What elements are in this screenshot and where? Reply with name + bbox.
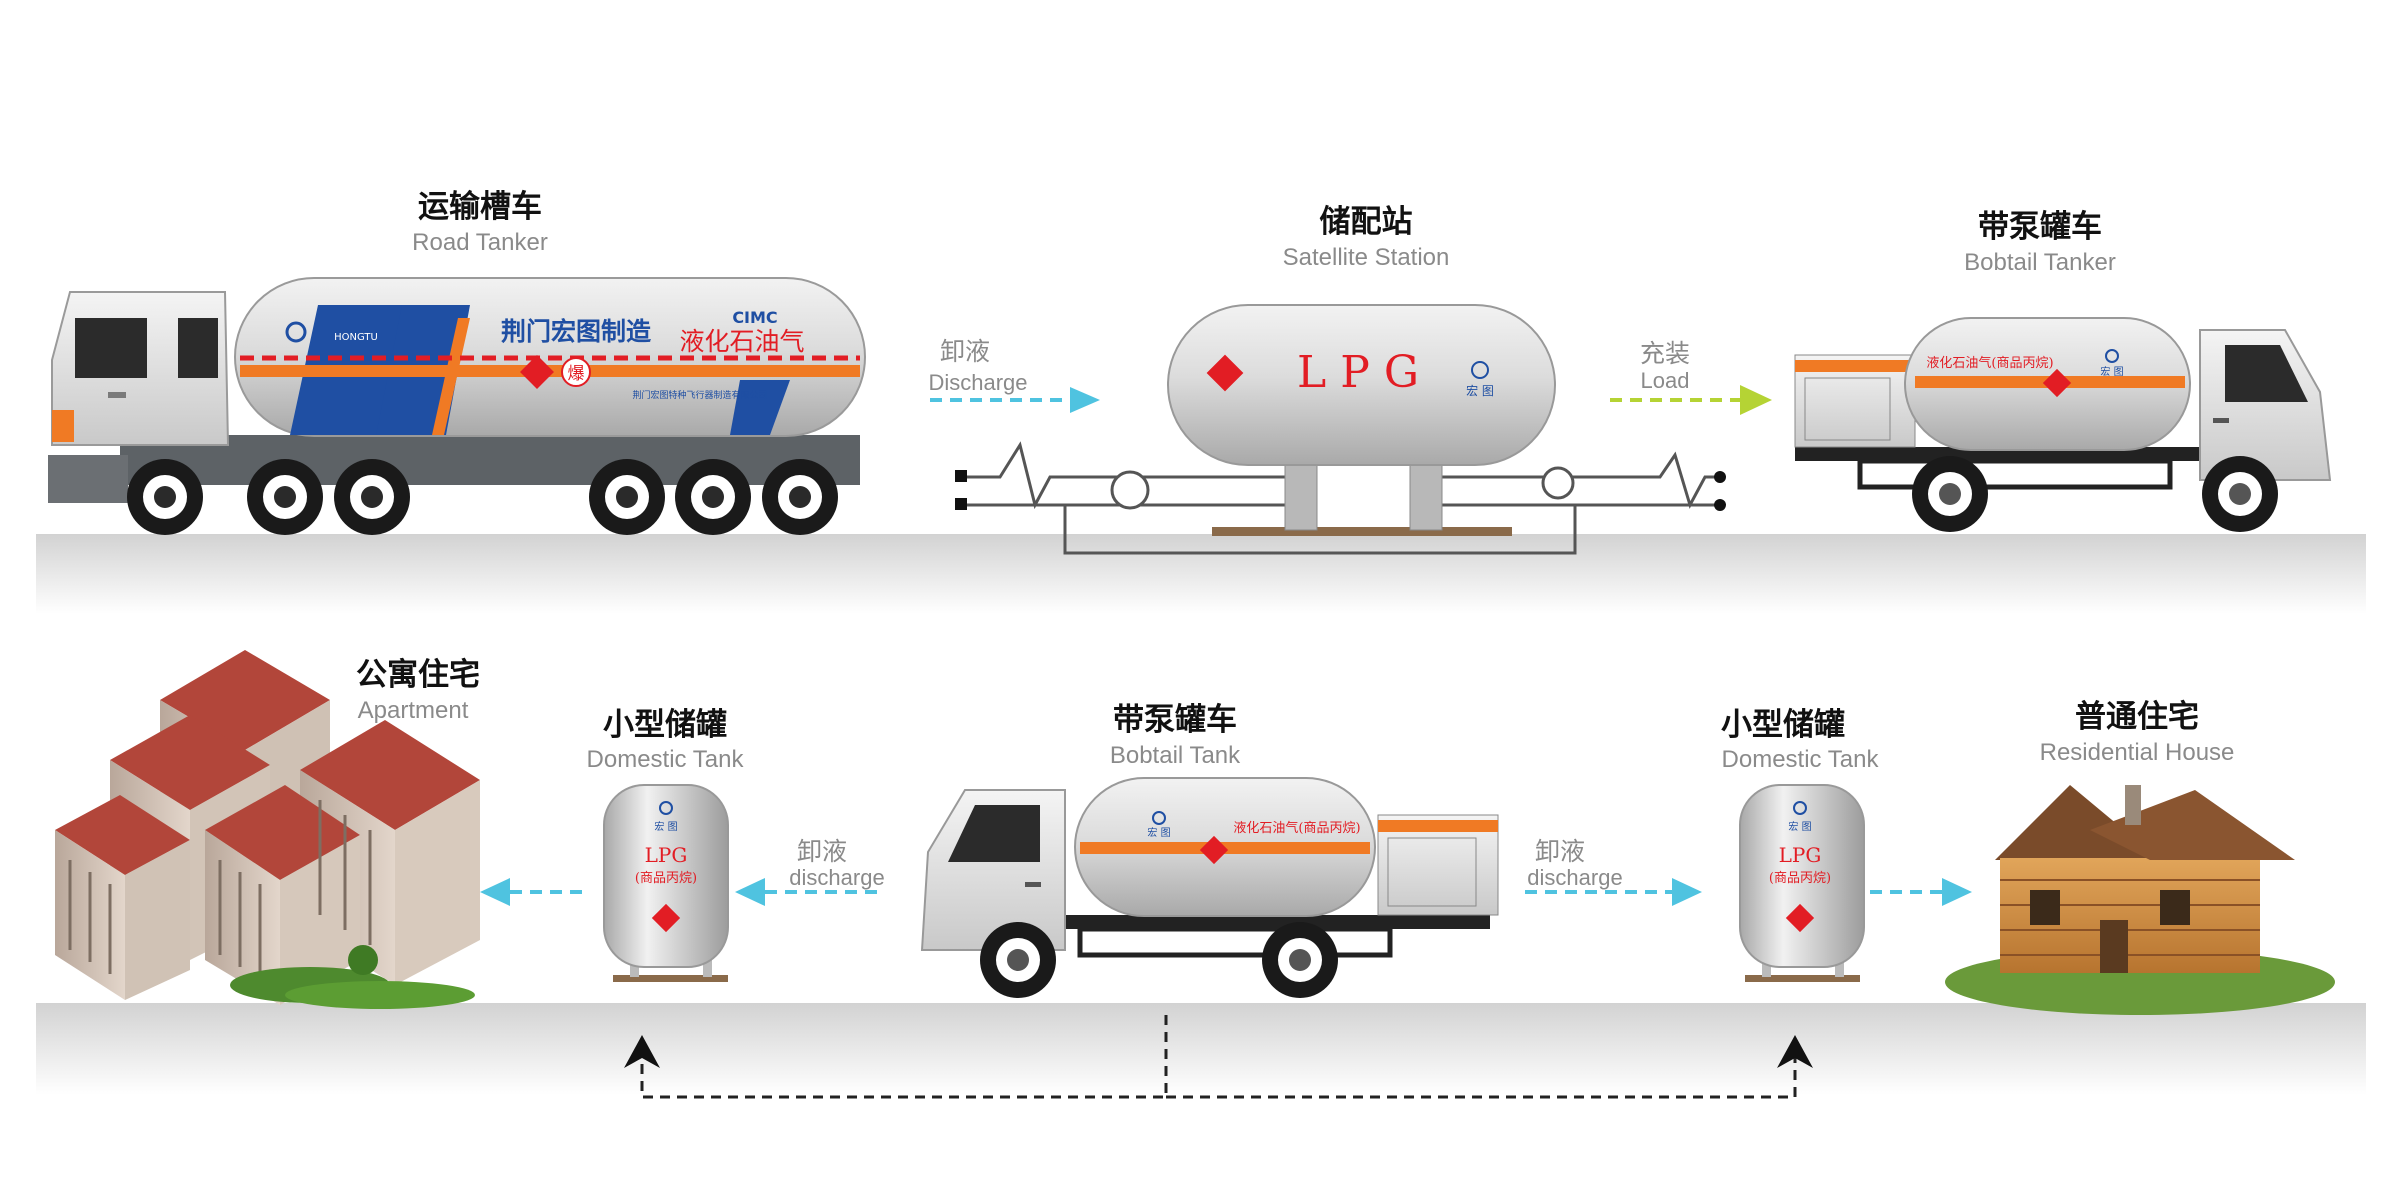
bobtail-bottom-cargo: 液化石油气(商品丙烷) xyxy=(1233,820,1360,836)
load-arrow: 充装 Load xyxy=(1610,339,1772,415)
bobtail-tanker-top: 带泵罐车 Bobtail Tanker 液化石油气(商品丙烷) 宏 图 xyxy=(1794,209,2332,532)
bobtail-top-label-zh: 带泵罐车 xyxy=(1978,209,2102,245)
arrow-head xyxy=(1740,385,1772,415)
discharge-label-zh: 卸液 xyxy=(940,337,990,366)
apartment-buildings xyxy=(55,650,480,1009)
road-tanker: 运输槽车 Road Tanker 爆 HONGTU 荆门宏图制造 CIMC 液化… xyxy=(48,189,866,535)
tanker-brand: 荆门宏图制造 xyxy=(501,317,651,346)
arrow-head xyxy=(1070,387,1100,413)
domestic-right-lpg: LPG xyxy=(1779,843,1822,867)
trailer-chassis xyxy=(120,435,860,485)
domestic-left-label-zh: 小型储罐 xyxy=(603,707,727,743)
residential-house: 普通住宅 Residential House xyxy=(1945,699,2335,1015)
brand-logo: HONGTU xyxy=(334,332,378,343)
cimc-logo: CIMC xyxy=(732,308,777,327)
station-logo: 宏 图 xyxy=(1466,383,1494,398)
road-tanker-label-zh: 运输槽车 xyxy=(418,189,542,225)
house-label-zh: 普通住宅 xyxy=(2075,699,2199,735)
bobtail-bottom-logo: 宏 图 xyxy=(1147,826,1170,839)
load-label-zh: 充装 xyxy=(1640,339,1690,368)
bobtail-top-logo: 宏 图 xyxy=(2100,365,2123,378)
apartment: 公寓住宅 Apartment xyxy=(55,650,480,1009)
arrow-to-apartment xyxy=(480,878,585,906)
domestic-right-propane: (商品丙烷) xyxy=(1769,871,1831,886)
domestic-left-logo: 宏 图 xyxy=(654,820,677,833)
station-label-en: Satellite Station xyxy=(1283,244,1450,271)
satellite-station: 储配站 Satellite Station L P G 宏 图 xyxy=(955,204,1726,555)
bobtail-bottom-label-en: Bobtail Tank xyxy=(1110,742,1241,769)
route-arrow-up-left xyxy=(624,1035,660,1068)
hazard-diamond xyxy=(520,355,554,389)
supply-route xyxy=(640,1015,1797,1099)
hazard-label: 爆 xyxy=(568,364,585,384)
tanker-wheels xyxy=(127,459,838,535)
station-tank-lpg: L P G xyxy=(1297,347,1419,398)
domestic-left-label-en: Domestic Tank xyxy=(587,746,745,773)
road-tanker-label-en: Road Tanker xyxy=(412,229,548,256)
domestic-right-tank-body xyxy=(1739,784,1865,968)
bottom-right-discharge-en: discharge xyxy=(1527,865,1622,890)
arrow-head xyxy=(480,878,510,906)
discharge-arrow-bottom-right: 卸液 discharge xyxy=(1525,837,1702,906)
arrow-head xyxy=(1942,878,1972,906)
ground-band-bottom xyxy=(36,1003,2366,1095)
apartment-label-en: Apartment xyxy=(358,697,469,724)
discharge-arrow-top: 卸液 Discharge xyxy=(928,337,1100,413)
tanker-cargo: 液化石油气 xyxy=(679,327,804,356)
discharge-label-en: Discharge xyxy=(928,370,1027,395)
domestic-tank-right: 小型储罐 Domestic Tank 宏 图 LPG (商品丙烷) xyxy=(1721,707,1879,982)
discharge-arrow-bottom-left: 卸液 discharge xyxy=(735,837,885,906)
domestic-right-label-zh: 小型储罐 xyxy=(1721,707,1845,743)
valve-icon xyxy=(1110,470,1150,510)
arrow-head xyxy=(1672,878,1702,906)
valve-icon xyxy=(1541,466,1575,500)
bobtail-top-label-en: Bobtail Tanker xyxy=(1964,249,2116,276)
bottom-left-discharge-en: discharge xyxy=(789,865,884,890)
route-arrow-up-right xyxy=(1777,1035,1813,1068)
bottom-left-discharge-zh: 卸液 xyxy=(797,837,847,866)
house-label-en: Residential House xyxy=(2040,739,2235,766)
ground-band-top xyxy=(36,534,2366,614)
arrow-head xyxy=(735,878,765,906)
tanker-maker: 荆门宏图特种飞行器制造有限公司 xyxy=(632,389,767,401)
bobtail-top-cargo: 液化石油气(商品丙烷) xyxy=(1926,355,2053,371)
domestic-left-lpg: LPG xyxy=(645,843,688,867)
domestic-left-propane: (商品丙烷) xyxy=(635,871,697,886)
domestic-tank-left: 小型储罐 Domestic Tank 宏 图 LPG (商品丙烷) xyxy=(587,707,745,982)
load-label-en: Load xyxy=(1641,368,1690,393)
domestic-right-label-en: Domestic Tank xyxy=(1722,746,1880,773)
bobtail-bottom-label-zh: 带泵罐车 xyxy=(1113,702,1237,738)
arrow-to-house xyxy=(1870,878,1972,906)
station-label-zh: 储配站 xyxy=(1320,204,1413,240)
station-tank xyxy=(1167,304,1556,466)
cert-logo xyxy=(285,321,307,343)
apartment-label-zh: 公寓住宅 xyxy=(356,657,480,693)
domestic-left-tank-body xyxy=(603,784,729,968)
bobtail-tank-bottom: 带泵罐车 Bobtail Tank 液化石油气(商品丙烷) 宏 图 xyxy=(920,702,1499,998)
bottom-right-discharge-zh: 卸液 xyxy=(1535,837,1585,866)
domestic-right-logo: 宏 图 xyxy=(1788,820,1811,833)
